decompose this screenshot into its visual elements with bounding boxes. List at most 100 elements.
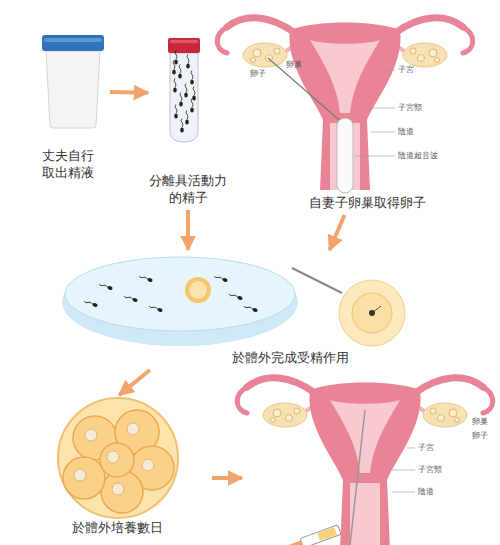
bottom-uterus [300,525,341,545]
sperm-tube [170,53,198,142]
bottom-uterus [392,492,415,493]
sperm [147,277,153,282]
embryo-cell [100,443,134,477]
part-label: 子宮頸 [418,466,442,474]
sperm [173,61,175,70]
sperm [139,274,153,282]
top-uterus [217,18,473,193]
sperm [252,307,258,312]
sperm [99,283,108,288]
culture-dish [62,258,298,346]
sperm [192,87,196,101]
top-uterus [371,132,395,133]
step-caption: 丈夫自行 取出精液 [38,148,98,185]
sperm [186,63,190,68]
sperm [181,119,183,128]
embryo [58,398,178,518]
sperm-tube [168,38,200,142]
top-uterus [268,58,345,125]
process-arrow [212,476,242,480]
step-box: 丈夫自行 取出精液 [25,30,110,185]
specimen-cup [42,35,104,128]
sperm [193,87,195,96]
embryo-cell [101,471,143,513]
sperm [229,292,243,300]
part-label: 子宮 [398,66,414,74]
embryo [58,398,178,518]
sperm [174,51,178,65]
part-label: 卵子 [472,432,488,440]
sperm [185,111,189,125]
sperm [190,79,194,84]
sperm [172,51,196,133]
embryo-cell [112,483,124,495]
sperm [222,277,228,282]
sperm [178,73,182,78]
sperm [187,55,189,64]
sperm [190,71,194,85]
sperm [84,300,93,305]
step-box: 自妻子卵巢取得卵子 [240,5,495,215]
bottom-uterus [290,540,303,545]
sperm [185,119,189,124]
specimen-cup [42,35,104,51]
embryo-cell [107,451,119,463]
bottom-uterus [289,525,341,545]
part-label: 陰道 [398,128,414,136]
sperm [192,95,196,100]
embryo-cell [63,457,105,499]
sperm [179,101,183,106]
sperm [149,304,163,312]
specimen-cup [44,38,102,42]
culture-dish [352,293,392,333]
culture-dish [189,281,207,299]
embryo-cell [127,423,139,435]
culture-dish [292,268,342,293]
sperm [178,65,182,79]
sperm [191,99,193,108]
sperm [191,71,193,80]
sperm [124,295,133,300]
sperm [99,282,113,290]
sperm-tube [170,40,198,43]
step-box: 於體外完成受精作用 [60,250,410,370]
top-uterus [337,118,353,193]
step-box: 分離具活動力 的精子 [148,35,228,210]
top-uterus [366,108,395,109]
embryo-cell [100,443,134,477]
step-caption: 於體外培養數日 [35,520,200,540]
step-box: 於體外培養數日 [30,395,205,540]
sperm [157,307,163,312]
bottom-uterus [237,378,493,545]
part-label: 卵巢 [286,61,302,69]
sperm [174,105,178,119]
sperm [237,295,243,300]
step-caption: 自妻子卵巢取得卵子 [248,195,488,215]
sperm [132,297,138,302]
bottom-uterus [237,378,493,545]
sperm [84,299,98,307]
embryo-cell [142,459,154,471]
sperm [184,84,188,98]
part-label: 卵巢 [472,418,488,426]
step-caption: 於體外完成受精作用 [170,350,410,370]
sperm [107,285,113,290]
sperm [190,99,194,113]
sperm [179,65,181,74]
sperm [84,274,258,312]
culture-dish [185,277,211,303]
sperm [185,84,187,93]
top-uterus [355,156,395,157]
embryo-cell [63,410,174,513]
bottom-uterus [350,410,365,545]
step-caption: 分離具活動力 的精子 [148,173,228,210]
part-label: 卵子 [250,70,266,78]
sperm [190,107,194,112]
part-label: 陰道超音波 [398,152,438,160]
part-label: 子宮 [418,444,434,452]
sperm [214,275,223,280]
sperm [186,111,188,120]
culture-dish [372,306,381,313]
embryo-cell [85,429,97,441]
